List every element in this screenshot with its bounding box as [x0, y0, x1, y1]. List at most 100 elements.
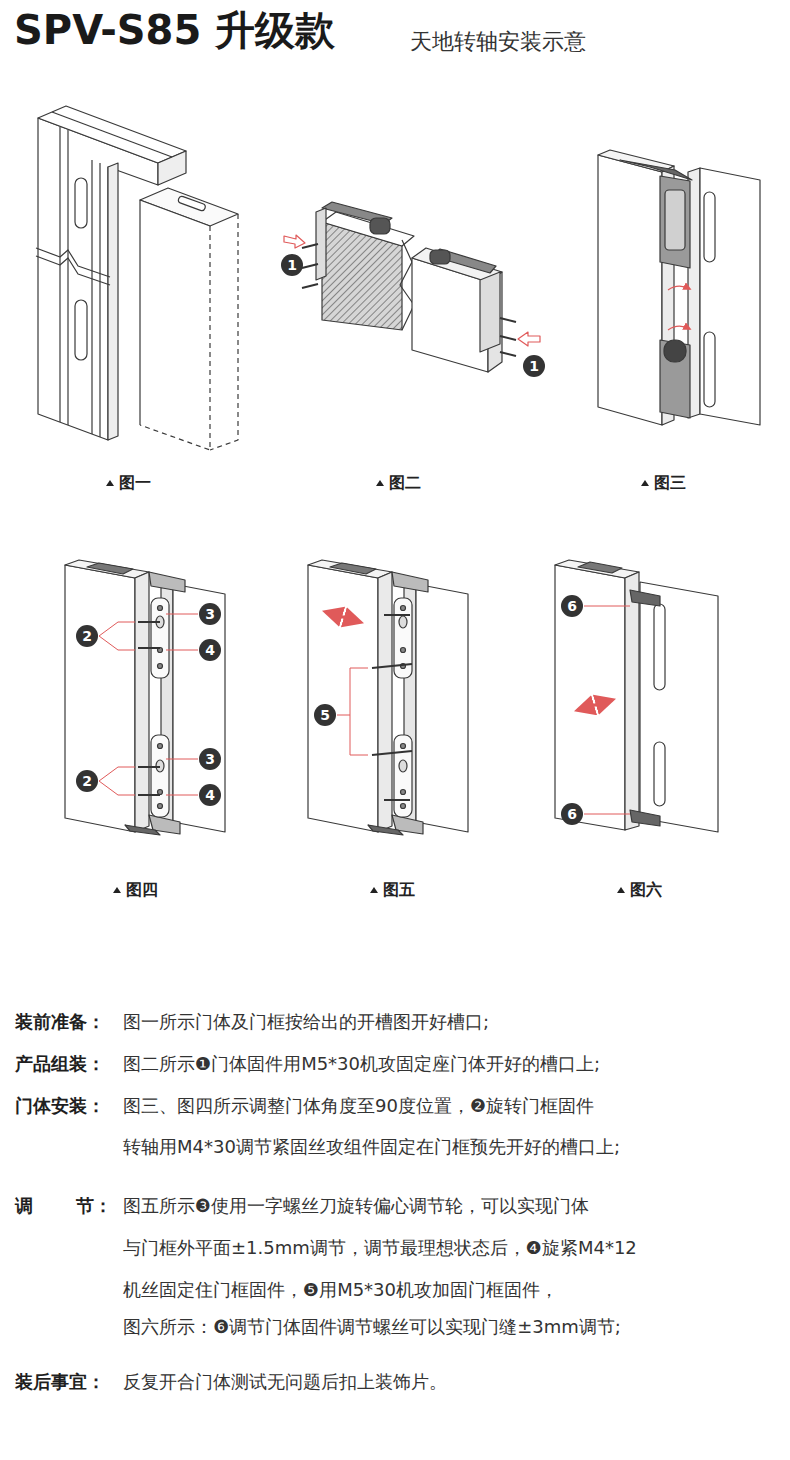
figure-6-part [654, 742, 665, 806]
figure-1-part [140, 200, 210, 425]
instruction-text: 图三、图四所示调整门体角度至90度位置，❷旋转门框固件 [123, 1095, 594, 1117]
figure-1-part [75, 300, 87, 360]
figure-4-part-part [99, 636, 135, 650]
figure-4-part-part [138, 766, 160, 768]
figure-caption: 图四 [126, 880, 158, 899]
figure-4-part [65, 560, 225, 835]
figure-5-part [337, 668, 368, 755]
figure-2-part-part [500, 336, 516, 340]
figure-5-part-part [384, 614, 410, 616]
figure-4-part-part [166, 614, 198, 615]
figure-5-part [308, 560, 468, 835]
figure-4-part-part [99, 622, 135, 636]
figure-1-part [99, 163, 100, 437]
section-heading: 产品组装： [15, 1053, 105, 1075]
figure-6-part [584, 606, 630, 814]
figure-1-part [75, 178, 87, 228]
figure-4-part-part [166, 650, 198, 651]
figure-2-part-part [500, 318, 516, 322]
callout-text: 4 [205, 788, 215, 802]
caption-markers-part [617, 887, 625, 893]
figure-3-part [704, 192, 715, 262]
figure-4 [65, 560, 225, 835]
callout-number: 6 [561, 803, 583, 825]
callout-number: 3 [199, 748, 221, 770]
figure-4-part [138, 622, 160, 795]
figure-4-part-part [138, 647, 160, 649]
section-heading: 装前准备： [15, 1011, 105, 1033]
callout-text: 2 [82, 774, 92, 788]
figure-6 [555, 560, 718, 832]
figure-6-part [630, 810, 660, 826]
figure-4-part-part [166, 759, 198, 760]
figure-3-part [665, 190, 685, 250]
figure-6-part [654, 604, 665, 690]
figure-5-part [372, 615, 412, 800]
figure-1-part [52, 112, 172, 157]
figure-4-part-part [166, 795, 198, 796]
figure-caption: 图六 [630, 880, 662, 899]
figure-2-part [302, 244, 516, 356]
instruction-text: 图六所示：❻调节门体固件调节螺丝可以实现门缝±3mm调节; [123, 1316, 621, 1338]
figure-1-part [158, 151, 186, 185]
figure-1-part [36, 256, 110, 285]
figure-1-part [140, 226, 210, 450]
callout-number: 1 [281, 254, 303, 276]
figure-1-part [91, 160, 92, 434]
figure-2-part [480, 272, 500, 352]
caption-markers-part [113, 887, 121, 893]
figure-2-part [284, 235, 305, 248]
section-heading: 调 [15, 1195, 33, 1217]
instruction-text: 图一所示门体及门框按给出的开槽图开好槽口; [123, 1011, 489, 1033]
callout-text: 3 [205, 752, 215, 766]
callout-text: 5 [320, 708, 330, 722]
figure-2 [284, 202, 540, 372]
figure-caption: 图五 [383, 880, 415, 899]
figure-5-part-part [372, 664, 412, 668]
section-heading: 门体安装： [15, 1095, 105, 1117]
callout-number: 3 [199, 603, 221, 625]
figure-1-part [140, 200, 210, 450]
callout-text: 1 [287, 258, 297, 272]
figure-2-part [518, 332, 540, 346]
figure-6-part [640, 582, 718, 832]
callout-text: 4 [205, 643, 215, 657]
callout-number: 1 [523, 355, 545, 377]
subtitle: 天地转轴安装示意 [410, 29, 586, 55]
figure-5-part [326, 612, 360, 622]
callout-text: 3 [205, 607, 215, 621]
callout-number: 6 [561, 595, 583, 617]
figure-6-part-part [584, 606, 630, 607]
figure-caption: 图二 [389, 473, 421, 492]
figure-4-part [99, 614, 198, 795]
callout-number: 5 [314, 704, 336, 726]
figure-caption: 图三 [654, 473, 686, 492]
callout-number: 2 [76, 625, 98, 647]
figure-3-part [668, 286, 690, 290]
caption-markers-part [376, 480, 384, 486]
figure-4-part-part [138, 621, 160, 623]
figure-4-part-part [138, 794, 160, 796]
figure-2-part-part [500, 352, 516, 356]
figure-4-part-part [99, 781, 135, 795]
figure-3-part [620, 160, 692, 180]
figure-1-part [108, 163, 118, 440]
caption-markers-part [641, 480, 649, 486]
figure-3-part [664, 340, 686, 362]
figure-3-part [668, 326, 690, 330]
figure-1-part [67, 130, 68, 425]
figure-6-part [625, 572, 639, 830]
figure-6-part [578, 562, 622, 573]
figure-3-part [660, 340, 690, 418]
figure-5-part-part [372, 751, 412, 755]
callout-number: 4 [199, 639, 221, 661]
figure-6-part [578, 700, 612, 710]
figure-2-part-part [302, 284, 318, 288]
section-heading: 装后事宜： [15, 1371, 105, 1393]
instruction-text: 图五所示❸使用一字螺丝刀旋转偏心调节轮，可以实现门体 [123, 1195, 589, 1217]
figure-2-part [430, 250, 450, 264]
figure-2-part-part [302, 244, 318, 248]
figure-6-part [555, 560, 639, 578]
title: SPV-S85 升级款 [14, 6, 335, 54]
figure-6-part [555, 565, 625, 830]
